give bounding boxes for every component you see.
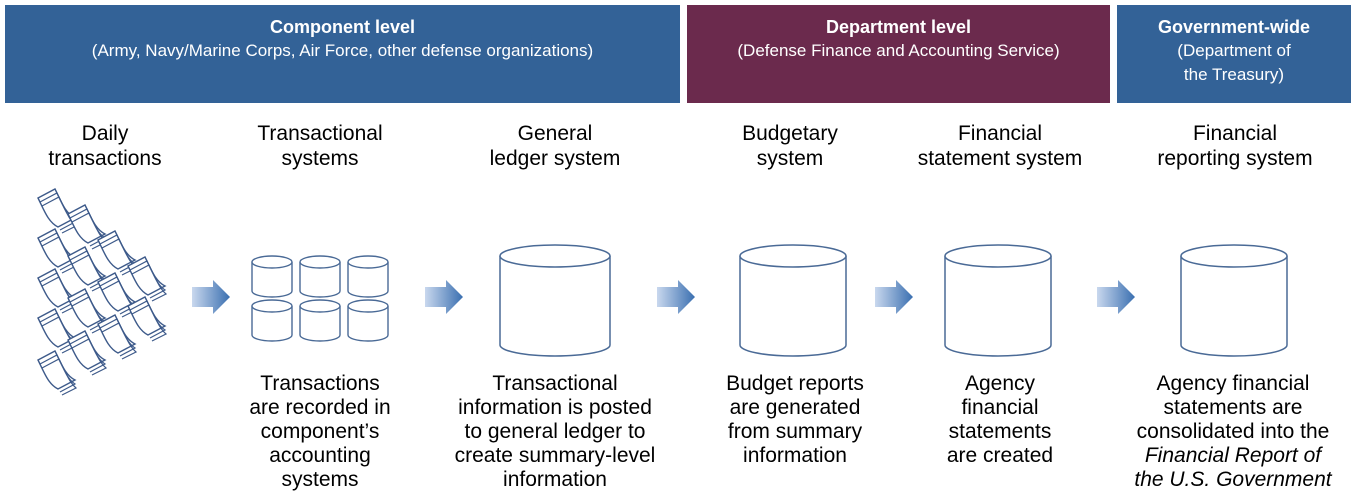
stage-header-budgetary-system: Budgetary system [705, 121, 875, 171]
document-icon [97, 314, 137, 360]
header-line: transactions [48, 147, 162, 170]
description-line: statements [948, 420, 1052, 443]
description-financial-statement-system: Agency financial statements are created [920, 372, 1080, 468]
description-line: accounting [269, 444, 371, 467]
description-line: information [503, 468, 607, 491]
band-title: Component level [269, 17, 416, 37]
header-line: Budgetary [742, 122, 838, 145]
band-title: Department level [825, 17, 972, 37]
stage-header-general-ledger: General ledger system [455, 121, 655, 171]
description-general-ledger: Transactional information is posted to g… [430, 372, 680, 492]
description-line: statements are [1163, 396, 1303, 419]
description-line: are generated [729, 396, 861, 419]
stage-header-financial-reporting-system: Financial reporting system [1135, 121, 1335, 171]
report-title-part: Financial Report of [1144, 444, 1322, 467]
header-line: Financial [1192, 122, 1278, 145]
stage-header-financial-statement-system: Financial statement system [900, 121, 1100, 171]
document-icon [37, 350, 77, 396]
header-line: Daily [81, 122, 129, 145]
band-title: Government-wide [1157, 17, 1311, 37]
header-line: statement system [917, 147, 1083, 170]
database-icon [499, 244, 611, 357]
database-icon [347, 255, 389, 298]
database-icon [251, 255, 293, 298]
database-icon [347, 299, 389, 342]
database-icon [299, 255, 341, 298]
description-line: create summary-level [454, 444, 656, 467]
description-line: are recorded in [249, 396, 391, 419]
description-line: Agency [964, 372, 1036, 395]
document-icon-stack [37, 188, 167, 396]
header-line: system [756, 147, 824, 170]
band-subtitle: (Army, Navy/Marine Corps, Air Force, oth… [91, 41, 594, 60]
document-icon [67, 330, 107, 376]
description-line: systems [281, 468, 359, 491]
header-line: General [517, 122, 593, 145]
header-line: Financial [957, 122, 1043, 145]
stage-header-transactional-systems: Transactional systems [225, 121, 415, 171]
database-icon [944, 244, 1052, 357]
band-subtitle-line: (Department of [1177, 41, 1291, 60]
department-level-band: Department level (Defense Finance and Ac… [687, 5, 1110, 103]
description-budgetary-system: Budget reports are generated from summar… [695, 372, 895, 468]
document-icon [127, 296, 167, 342]
arrow-right-icon [875, 280, 913, 314]
government-wide-band: Government-wide (Department of the Treas… [1117, 5, 1351, 103]
database-icon [1180, 244, 1288, 357]
description-line: to general ledger to [464, 420, 646, 443]
document-icon [37, 188, 77, 234]
header-line: systems [281, 147, 359, 170]
arrow-right-icon [192, 280, 230, 314]
band-subtitle-line: the Treasury) [1183, 65, 1285, 84]
arrow-right-icon [1097, 280, 1135, 314]
header-line: Transactional [257, 122, 383, 145]
description-line: consolidated into the [1136, 420, 1330, 443]
band-subtitle: (Defense Finance and Accounting Service) [737, 41, 1060, 60]
description-line: Budget reports [726, 372, 864, 395]
stage-header-daily-transactions: Daily transactions [20, 121, 190, 171]
header-line: ledger system [489, 147, 621, 170]
description-line-italic: Financial Report of [1110, 444, 1356, 468]
header-line: reporting system [1157, 147, 1313, 170]
description-line: information is posted [458, 396, 652, 419]
arrow-right-icon [425, 280, 463, 314]
arrow-right-icon [657, 280, 695, 314]
report-title-part: the U.S. Government [1134, 468, 1332, 491]
description-line: information [743, 444, 847, 467]
document-icon [127, 256, 167, 302]
description-line: from summary [727, 420, 863, 443]
description-line: Transactional [492, 372, 618, 395]
description-line: are created [946, 444, 1054, 467]
description-line: financial [961, 396, 1039, 419]
description-transactional-systems: Transactions are recorded in component’s… [225, 372, 415, 492]
component-level-band: Component level (Army, Navy/Marine Corps… [5, 5, 680, 103]
document-icon [37, 268, 77, 314]
description-financial-reporting-system: Agency financial statements are consolid… [1110, 372, 1356, 492]
document-icon [37, 228, 77, 274]
transactional-systems-databases [251, 255, 389, 342]
description-line: Transactions [260, 372, 380, 395]
description-line: Agency financial [1156, 372, 1310, 395]
database-icon [251, 299, 293, 342]
description-line-italic: the U.S. Government [1110, 468, 1356, 492]
database-icon [739, 244, 847, 357]
database-icon [299, 299, 341, 342]
description-line: component’s [260, 420, 380, 443]
